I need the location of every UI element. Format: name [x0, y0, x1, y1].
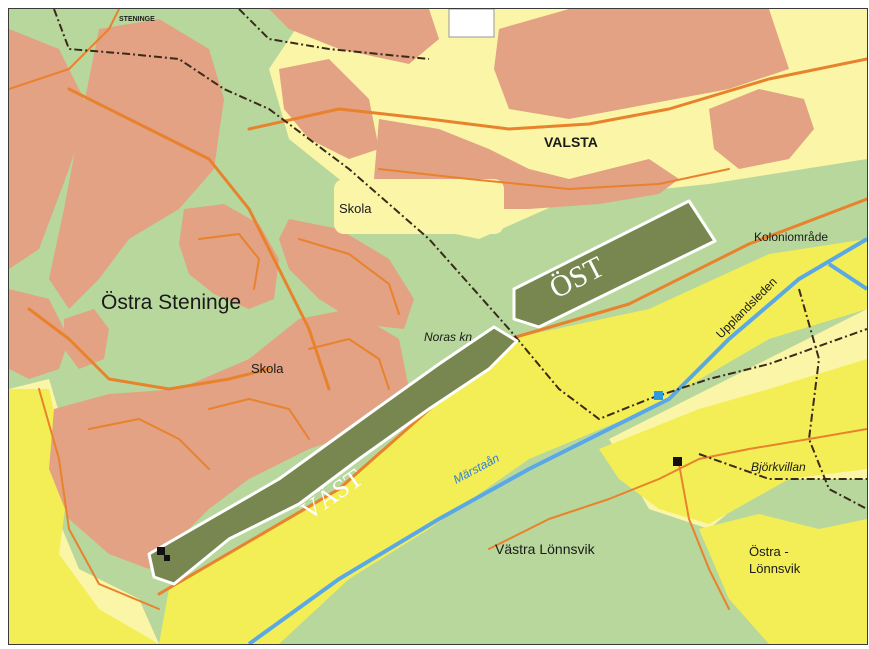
label-ostra-lonnsvik-1: Östra -: [749, 544, 789, 559]
area-ost[interactable]: [512, 199, 717, 329]
label-noras-kn: Noras kn: [424, 330, 472, 344]
road-south-3: [308, 338, 390, 390]
built-area-crescent: [179, 204, 279, 309]
road-valsta-inner: [378, 168, 730, 190]
built-area-south: [49, 309, 409, 569]
built-area-top: [269, 9, 439, 64]
road-top-left: [9, 9, 120, 90]
road-network: [9, 9, 867, 610]
built-area-northeast: [709, 89, 814, 169]
built-area-steninge-north: [49, 19, 224, 309]
field-southwest: [9, 389, 159, 644]
boundary-line-4: [238, 9, 430, 60]
road-upplandsleden: [157, 197, 867, 596]
area-vast[interactable]: [147, 325, 519, 586]
building-marker: [673, 457, 682, 466]
school-block: [334, 179, 504, 234]
road-bjorkvillan: [678, 463, 730, 610]
road-south-2: [208, 398, 310, 440]
stream-branch: [827, 262, 867, 291]
building-marker-sw2: [164, 555, 170, 561]
road-central-1: [298, 238, 400, 315]
road-crescent-1: [198, 233, 260, 290]
built-area-valsta-west: [279, 59, 379, 159]
label-steninge-small: STENINGE: [119, 16, 155, 23]
road-steninge-main: [67, 87, 331, 391]
label-vastra-lonnsvik: Västra Lönnsvik: [495, 541, 596, 557]
boundary-line: [53, 9, 867, 421]
field-main: [159, 239, 867, 644]
road-steninge-loop: [27, 307, 271, 391]
label-koloniomrade: Koloniområde: [754, 230, 828, 244]
label-bjorkvillan: Björkvillan: [751, 460, 806, 474]
road-south-1: [88, 418, 210, 470]
building-marker-sw: [157, 547, 165, 555]
built-area-valsta-north: [494, 9, 789, 119]
stream-marstaan: [247, 237, 867, 644]
label-skola-north: Skola: [339, 201, 372, 216]
label-ostra-lonnsvik-2: Lönnsvik: [749, 561, 801, 576]
map-frame[interactable]: VALSTA Östra Steninge Skola Skola Noras …: [8, 8, 868, 645]
field-southeast: [699, 514, 867, 644]
building-top: [448, 9, 495, 38]
built-area-steninge-west: [9, 289, 69, 379]
field-east: [599, 359, 867, 524]
map-canvas[interactable]: VALSTA Östra Steninge Skola Skola Noras …: [9, 9, 867, 644]
built-area-central: [279, 219, 414, 329]
label-skola-south: Skola: [251, 361, 284, 376]
label-ostra-steninge: Östra Steninge: [101, 291, 241, 314]
boundary-line-2: [798, 288, 867, 510]
boundary-line-3: [698, 453, 867, 480]
road-west-south: [38, 388, 160, 610]
water-pump-marker: [654, 391, 663, 400]
built-area-pond: [64, 309, 109, 369]
label-valsta: VALSTA: [544, 134, 598, 150]
road-valsta-ring: [247, 57, 867, 131]
